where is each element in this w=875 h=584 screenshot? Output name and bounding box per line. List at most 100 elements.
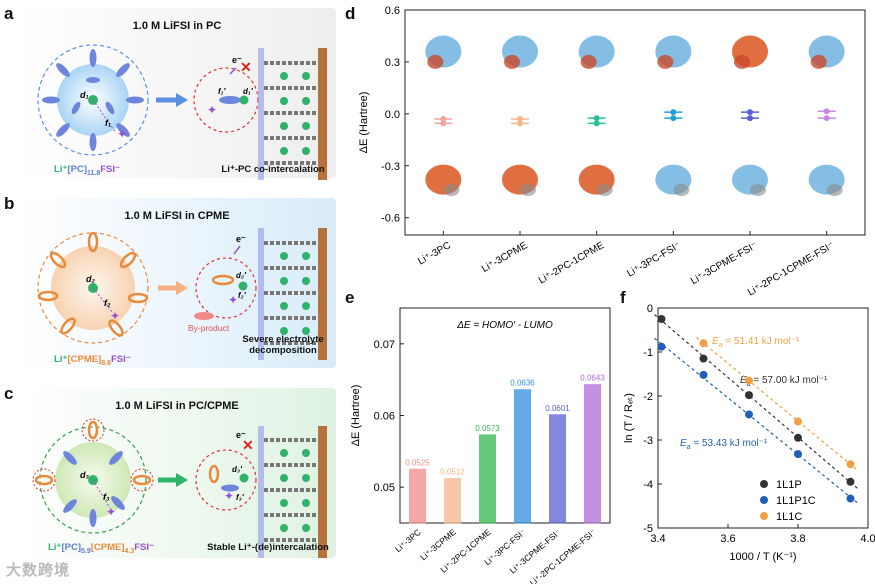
chart-d-orbital-bottom (502, 164, 538, 196)
scheme-a-d-label: d₁ (80, 90, 89, 100)
chart-d-ytick-label: -0.3 (381, 161, 400, 173)
graphite-a (258, 48, 327, 180)
svg-text:e⁻: e⁻ (236, 430, 246, 440)
chart-f-fit-line (696, 337, 858, 471)
chart-d-orbital-top (578, 35, 615, 69)
svg-text:d₂: d₂ (86, 274, 95, 284)
chart-d-homo-dot (823, 108, 830, 115)
chart-e-bar (479, 434, 496, 524)
chart-d-lumo-dot (517, 120, 523, 127)
chart-d-lumo-dot (670, 115, 677, 122)
svg-text:✦: ✦ (110, 309, 120, 323)
chart-d-orbital-bottom (808, 164, 845, 196)
scheme-b-title: 1.0 M LiFSI in CPME (124, 210, 230, 222)
graphite-b (258, 228, 327, 360)
chart-d-orbital-top (808, 35, 845, 69)
chart-d-ytick-label: -0.6 (381, 213, 400, 225)
chart-d-ytick-label: 0.6 (385, 5, 400, 17)
scheme-a-f-label: f₁ (105, 118, 111, 128)
scheme-b-illustration: ✦ d₂ f₂ ✦ d₂′ f₂′ e⁻ By-product (37, 228, 327, 360)
scheme-c-caption: Stable Li⁺-(de)intercalation (207, 542, 329, 553)
chart-d-orbital-bottom (655, 164, 692, 196)
chart-f-xtick-label: 3.6 (720, 533, 735, 545)
panel-letter-c: c (4, 384, 14, 403)
scheme-a: 1.0 M LiFSI in PC ✦ d₁ f₁ (18, 8, 336, 180)
chart-d-homo-dot (440, 116, 447, 123)
chart-f-point (657, 342, 666, 351)
chart-f-point (794, 417, 802, 426)
chart-d-ytick-label: 0.0 (385, 109, 400, 121)
svg-text:✦: ✦ (106, 505, 116, 519)
chart-d-orbital-top (655, 35, 692, 69)
chart-f-ea-label: Ea = 53.43 kJ mol⁻¹ (680, 438, 768, 451)
chart-f-ea-label: Ea = 57.00 kJ mol⁻¹ (740, 375, 828, 388)
chart-d-xtick-label: Li⁺-3PC (416, 240, 453, 267)
svg-text:✦: ✦ (224, 489, 234, 503)
chart-d-xtick-label: Li⁺-3CPME (480, 240, 530, 275)
chart-f-ytick-label: 0 (647, 303, 653, 315)
panel-letter-f: f (620, 288, 626, 307)
chart-e-xtick-label: Li⁺-2PC-1CPME-FSI⁻ (528, 527, 598, 584)
chart-e-value-label: 0.0601 (545, 404, 570, 413)
chart-d-orbital-bottom (425, 164, 462, 196)
chart-f-legend-label: 1L1C (776, 511, 802, 523)
svg-text:d₃: d₃ (80, 470, 89, 480)
chart-f-ytick-label: -4 (643, 479, 653, 491)
svg-text:f₂: f₂ (104, 298, 111, 308)
chart-e-annotation: ΔE = HOMO′ - LUMO (456, 320, 553, 331)
svg-text:f₁′: f₁′ (218, 87, 226, 96)
chart-f-point (846, 494, 855, 503)
chart-f-fit-line (654, 314, 858, 489)
graphite-c (258, 426, 327, 558)
svg-text:✦: ✦ (228, 293, 238, 307)
scheme-a-formula: Li⁺[PC]11.8FSI⁻ (54, 164, 121, 177)
chart-f-xtick-label: 3.8 (790, 533, 805, 545)
chart-d-frame (404, 9, 866, 236)
chart-e-value-label: 0.0512 (440, 468, 465, 477)
chart-f-point (745, 391, 753, 400)
chart-f-point (745, 376, 753, 385)
svg-text:✕: ✕ (242, 437, 254, 453)
svg-text:d₂′: d₂′ (236, 271, 247, 280)
chart-f-point (699, 339, 708, 348)
chart-f-xtick-label: 4.0 (860, 533, 875, 545)
chart-f-legend-marker (760, 512, 768, 520)
chart-d-xtick-label: Li⁺-3PC-FSI⁻ (625, 240, 682, 280)
svg-text:✦: ✦ (207, 103, 217, 117)
scheme-c-title: 1.0 M LiFSI in PC/CPME (115, 400, 239, 412)
chart-e-ytick-label: 0.06 (374, 411, 395, 423)
chart-f-ytick-label: -2 (643, 391, 653, 403)
scheme-a-title: 1.0 M LiFSI in PC (132, 20, 222, 32)
chart-e-bar (584, 384, 601, 524)
chart-e-value-label: 0.0573 (475, 424, 500, 433)
chart-f-ea-label: Ea = 51.41 kJ mol⁻¹ (712, 336, 800, 349)
chart-f-point (699, 354, 708, 363)
chart-f-point (699, 370, 708, 379)
chart-e-xtick-label: Li⁺-3PC (393, 527, 423, 554)
chart-f-frame (657, 307, 869, 529)
chart-f-legend-label: 1L1P (776, 479, 802, 491)
chart-e-value-label: 0.0525 (405, 458, 430, 467)
chart-d-lumo-dot (823, 115, 830, 122)
chart-f-legend-marker (760, 480, 768, 488)
chart-f-point (846, 460, 855, 469)
svg-text:✕: ✕ (240, 59, 252, 75)
chart-f-point (794, 450, 802, 459)
chart-d-homo-dot (593, 115, 600, 122)
chart-e-value-label: 0.0643 (580, 374, 605, 383)
chart-f-point (657, 315, 666, 323)
chart-d-lumo-dot (747, 115, 753, 122)
chart-f-legend-marker (760, 496, 768, 504)
panel-letter-b: b (4, 194, 15, 213)
chart-f-ytick-label: -3 (643, 435, 653, 447)
scheme-b-formula: Li⁺[CPME]8.6FSI⁻ (54, 354, 131, 367)
chart-f-point (745, 410, 753, 419)
chart-f-ytick-label: -5 (643, 523, 653, 535)
scheme-a-caption: Li⁺-PC co-intercalation (221, 164, 325, 175)
scheme-c: 1.0 M LiFSI in PC/CPME ✦ (18, 388, 336, 558)
svg-text:f₂′: f₂′ (238, 291, 247, 300)
